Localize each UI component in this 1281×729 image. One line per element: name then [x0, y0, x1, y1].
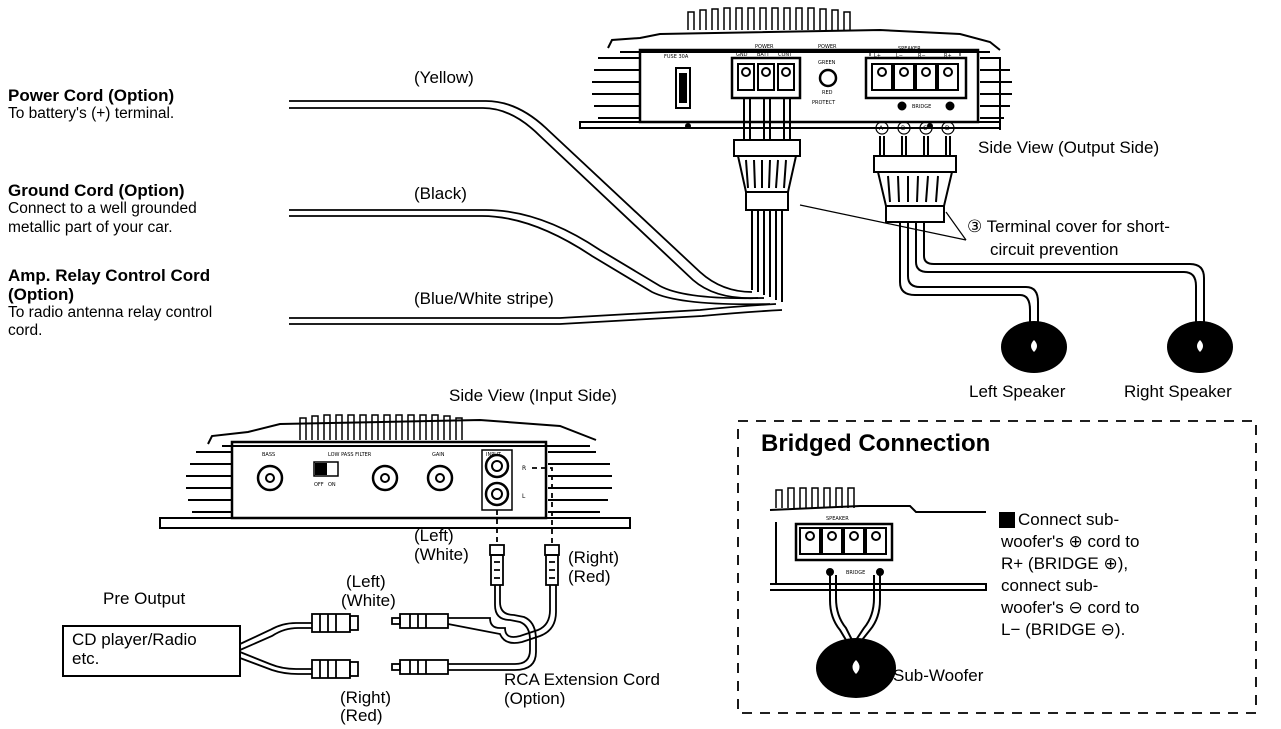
relay-control-wire: [289, 303, 783, 325]
bridged-instruction-3: R+ (BRIDGE ⊕),: [1001, 554, 1129, 573]
red-label: RED: [822, 90, 833, 96]
terminal-letter-b: B: [901, 125, 905, 132]
rplus-label: R+: [944, 53, 952, 59]
terminal-letters: A B C D: [879, 125, 950, 132]
right-speaker-label: Right Speaker: [1124, 382, 1232, 401]
relay-cord-desc-2: cord.: [8, 322, 43, 339]
instruction-bullet-icon: [999, 512, 1015, 528]
speaker-panel-label: SPEAKER: [898, 46, 921, 52]
bridged-speaker-label: SPEAKER: [826, 516, 849, 522]
bridged-amplifier: [769, 487, 987, 641]
subwoofer-icon: [816, 638, 896, 698]
bridged-bridge-label: BRIDGE: [846, 570, 865, 576]
bridged-connection-frame: [737, 420, 1257, 714]
bridge-label: BRIDGE: [912, 104, 931, 110]
terminal-cover-label-1: ③ Terminal cover for short-: [967, 217, 1170, 236]
relay-cord-title-1: Amp. Relay Control Cord: [8, 266, 211, 285]
batt-label: BATT: [757, 52, 770, 58]
speaker-cable-bundle: [873, 121, 1205, 330]
input-l-label: L: [522, 493, 526, 500]
right-speaker-icon: [1167, 321, 1233, 373]
right-red-top-1: (Right): [568, 548, 620, 567]
left-white-mid-1: (Left): [346, 572, 386, 591]
on-label: ON: [328, 482, 336, 488]
terminal-cover-leader: [799, 204, 967, 241]
ground-cord-desc-2: metallic part of your car.: [8, 219, 173, 236]
bridged-instruction-1: Connect sub-: [1018, 510, 1120, 529]
bridged-instruction-2: woofer's ⊕ cord to: [1001, 532, 1140, 551]
pre-output-label: Pre Output: [103, 589, 186, 608]
input-panel-labels: BASS LOW PASS FILTER GAIN INPUT R L OFF …: [262, 452, 526, 500]
low-pass-filter-label: LOW PASS FILTER: [328, 452, 372, 458]
bridged-panel-labels: SPEAKER BRIDGE: [826, 516, 865, 576]
top-fins: [687, 7, 851, 30]
relay-cord-desc-1: To radio antenna relay control: [8, 304, 213, 321]
input-label: INPUT: [486, 452, 502, 458]
relay-cord-title-2: (Option): [8, 285, 75, 304]
amplifier-input-side: [159, 414, 631, 529]
blue-white-wire-label: (Blue/White stripe): [414, 289, 554, 308]
yellow-wire-label: (Yellow): [414, 68, 474, 87]
terminal-letter-d: D: [945, 125, 950, 132]
cd-player-label-2: etc.: [72, 649, 100, 668]
ground-cord-title: Ground Cord (Option): [8, 181, 185, 200]
bridged-instruction-6: L− (BRIDGE ⊖).: [1001, 620, 1126, 639]
terminal-letter-a: A: [879, 125, 884, 132]
input-r-label: R: [522, 465, 526, 472]
output-panel-labels: FUSE 30A POWER GND BATT CONT POWER GREEN…: [664, 44, 952, 110]
bridged-connection-title: Bridged Connection: [761, 430, 991, 457]
bass-label: BASS: [262, 452, 275, 458]
cd-player-label-1: CD player/Radio: [72, 630, 197, 649]
gain-label: GAIN: [432, 452, 445, 458]
gnd-label: GND: [736, 52, 748, 58]
black-wire-label: (Black): [414, 184, 467, 203]
fuse-label: FUSE 30A: [664, 54, 689, 60]
cd-player-box: [62, 625, 241, 677]
left-speaker-label: Left Speaker: [969, 382, 1066, 401]
input-side-title: Side View (Input Side): [449, 386, 617, 405]
rca-extension-label-2: (Option): [504, 689, 566, 708]
cont-label: CONT: [778, 52, 793, 58]
left-speaker-icon: [1001, 321, 1067, 373]
right-red-bot-2: (Red): [340, 706, 383, 725]
black-ground-wire: [289, 209, 771, 306]
terminal-letter-c: C: [923, 125, 927, 132]
green-label: GREEN: [818, 60, 836, 66]
bridged-instruction-5: woofer's ⊖ cord to: [1001, 598, 1140, 617]
left-white-top-2: (White): [414, 545, 469, 564]
yellow-power-wire: [289, 100, 759, 300]
ground-cord-desc-1: Connect to a well grounded: [8, 200, 197, 217]
power-terminal-label: POWER: [755, 44, 774, 50]
bridged-instruction-4: connect sub-: [1001, 576, 1099, 595]
right-red-top-2: (Red): [568, 567, 611, 586]
amplifier-output-side: [579, 7, 1012, 130]
off-label: OFF: [314, 482, 324, 488]
left-white-mid-2: (White): [341, 591, 396, 610]
sub-woofer-label: Sub-Woofer: [893, 666, 984, 685]
power-cord-title: Power Cord (Option): [8, 86, 175, 105]
power-cable-bundle: [733, 98, 801, 302]
protect-label: PROTECT: [812, 100, 836, 106]
rminus-label: R−: [918, 53, 926, 59]
lminus-label: L−: [896, 53, 903, 59]
lplus-label: L+: [874, 53, 881, 59]
left-white-top-1: (Left): [414, 526, 454, 545]
power-indicator-label: POWER: [818, 44, 837, 50]
rca-extension-label-1: RCA Extension Cord: [504, 670, 660, 689]
terminal-cover-label-2: circuit prevention: [990, 240, 1119, 259]
power-cord-desc: To battery's (+) terminal.: [8, 105, 175, 122]
output-side-title: Side View (Output Side): [978, 138, 1160, 157]
right-red-bot-1: (Right): [340, 688, 392, 707]
rca-leads: [239, 467, 560, 679]
